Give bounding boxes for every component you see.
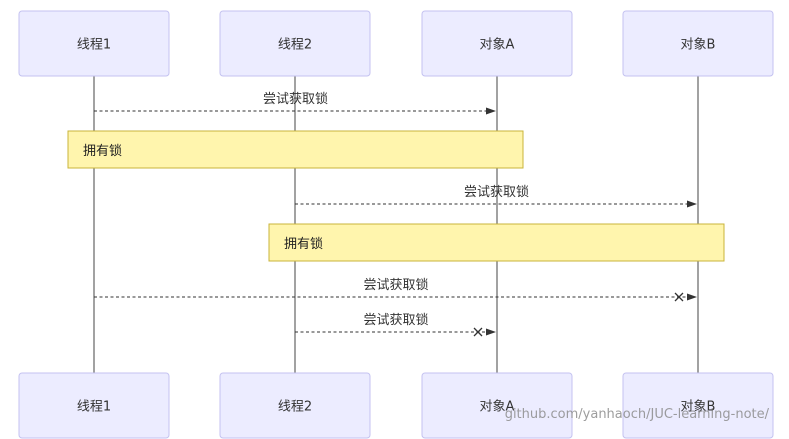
actor-label-bottom-2: 线程2 (278, 400, 312, 415)
message-label-6: 尝试获取锁 (363, 312, 428, 328)
actor-box-top-4 (622, 10, 774, 77)
message-label-1: 尝试获取锁 (263, 91, 328, 107)
message-label-5: 尝试获取锁 (363, 277, 428, 293)
arrowhead-3 (687, 200, 697, 208)
actor-box-bottom-1 (18, 372, 170, 439)
note-box-4 (268, 223, 725, 262)
actor-box-bottom-3 (421, 372, 573, 439)
actor-label-bottom-1: 线程1 (77, 400, 111, 415)
cross-mark-6 (473, 327, 483, 337)
arrowhead-6 (486, 328, 496, 336)
cross-mark-5 (674, 292, 684, 302)
actor-label-top-3: 对象A (480, 38, 515, 53)
actor-label-bottom-3: 对象A (480, 400, 515, 415)
actors-top: 线程1 线程2 对象A 对象B (18, 10, 774, 77)
note-label-2: 拥有锁 (83, 143, 122, 159)
actor-label-bottom-4: 对象B (681, 400, 716, 415)
actor-box-bottom-4 (622, 372, 774, 439)
actor-label-top-4: 对象B (681, 38, 716, 53)
actor-box-top-3 (421, 10, 573, 77)
note-label-4: 拥有锁 (284, 236, 323, 252)
actor-box-bottom-2 (219, 372, 371, 439)
actor-label-top-2: 线程2 (278, 38, 312, 53)
arrowhead-1 (486, 107, 496, 115)
actor-box-top-1 (18, 10, 170, 77)
note-box-2 (67, 130, 524, 169)
actor-label-top-1: 线程1 (77, 38, 111, 53)
actors-bottom: 线程1 线程2 对象A 对象B (18, 372, 774, 439)
arrowhead-5 (687, 293, 697, 301)
actor-box-top-2 (219, 10, 371, 77)
message-label-3: 尝试获取锁 (464, 184, 529, 200)
watermark-text: github.com/yanhaoch/JUC-learning-note/ (504, 407, 769, 422)
